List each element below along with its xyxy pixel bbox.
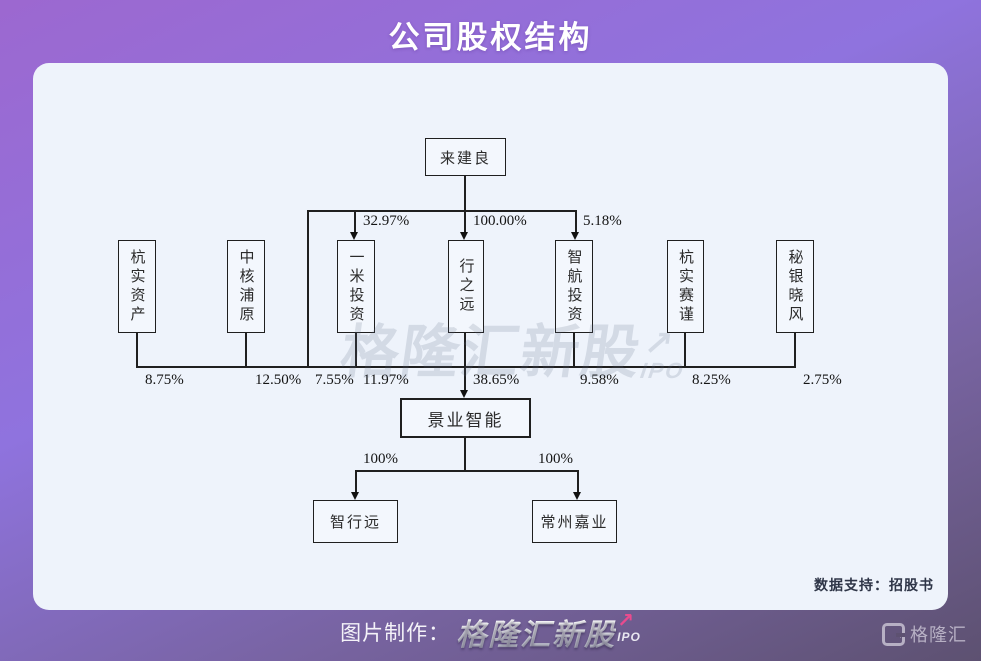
shareholder-label: 杭实资产 [128, 248, 145, 325]
shareholder-box: 杭实资产 [118, 240, 156, 333]
gelonghui-logo-text: 格隆汇 [910, 625, 967, 645]
connector-line [307, 210, 309, 367]
root-box: 来建良 [425, 138, 506, 176]
shareholder-box: 秘银晓风 [776, 240, 814, 333]
shareholder-box: 中核浦原 [227, 240, 265, 333]
connector-line [464, 438, 466, 470]
root-label: 来建良 [439, 150, 491, 167]
credit-label: 图片制作： [340, 622, 451, 645]
ownership-pct: 12.50% [255, 372, 302, 388]
ownership-pct: 8.25% [692, 372, 731, 388]
shareholder-label: 杭实赛谨 [677, 248, 693, 325]
connector-line [355, 470, 357, 494]
arrow-down-icon [573, 492, 581, 500]
brand-logo: 格隆汇新股 ↗ IPO [456, 610, 641, 654]
connector-line [464, 333, 466, 366]
shareholder-box: 智航投资 [555, 240, 593, 333]
shareholder-label: 智航投资 [565, 248, 582, 325]
brand-sub-label: IPO [617, 630, 641, 644]
ownership-pct: 5.18% [583, 213, 622, 229]
ownership-pct: 9.58% [580, 372, 619, 388]
shareholder-box: 一米投资 [337, 240, 375, 333]
connector-line [354, 210, 356, 234]
ownership-pct: 11.97% [363, 372, 409, 388]
connector-line [307, 210, 576, 212]
connector-line [573, 333, 575, 366]
shareholder-label: 秘银晓风 [786, 248, 803, 325]
ownership-pct: 2.75% [803, 372, 842, 388]
connector-line [245, 333, 247, 366]
ownership-pct: 100.00% [473, 213, 527, 229]
arrow-down-icon [571, 232, 579, 240]
arrow-down-icon [351, 492, 359, 500]
subsidiary-label: 智行远 [329, 515, 381, 531]
connector-line [355, 333, 357, 366]
connector-line [684, 333, 686, 366]
shareholder-label: 一米投资 [347, 248, 364, 325]
shareholder-box: 行之远 [448, 240, 484, 333]
connector-line [464, 366, 466, 392]
footer: 图片制作： 格隆汇新股 ↗ IPO [0, 611, 981, 653]
brand-logo-text: 格隆汇新股 [456, 610, 616, 654]
arrow-down-icon [350, 232, 358, 240]
connector-line [464, 176, 466, 210]
connector-line [136, 366, 796, 368]
ownership-pct: 32.97% [363, 213, 410, 229]
subsidiary-box: 智行远 [313, 500, 398, 543]
subsidiary-label: 常州嘉业 [540, 515, 609, 531]
connector-line [464, 210, 466, 234]
watermark-arrow-icon: ↗ [641, 325, 676, 363]
gelonghui-logo-icon [882, 622, 905, 646]
ownership-pct: 100% [363, 451, 398, 467]
company-box: 景业智能 [400, 398, 531, 438]
company-label: 景业智能 [427, 410, 504, 430]
subsidiary-box: 常州嘉业 [532, 500, 617, 543]
page-title: 公司股权结构 [388, 20, 593, 55]
connector-line [355, 470, 578, 472]
ownership-pct: 38.65% [473, 372, 520, 388]
shareholder-box: 杭实赛谨 [667, 240, 704, 333]
gelonghui-corner-logo: 格隆汇 [882, 621, 967, 647]
shareholder-label: 行之远 [457, 258, 474, 315]
ownership-pct: 8.75% [145, 372, 184, 388]
connector-line [575, 210, 577, 234]
source-note: 数据支持：招股书 [814, 577, 934, 593]
brand-arrow-icon: ↗ [617, 610, 634, 632]
watermark-sub: IPO [638, 358, 687, 384]
arrow-down-icon [460, 232, 468, 240]
diagram-card: 来建良 32.97% 100.00% 5.18% 杭实资产 中核浦原 一米投资 … [33, 63, 948, 610]
connector-line [794, 333, 796, 366]
connector-line [577, 470, 579, 494]
connector-line [136, 333, 138, 366]
ownership-pct: 100% [538, 451, 573, 467]
ownership-pct: 7.55% [315, 372, 354, 388]
arrow-down-icon [460, 390, 468, 398]
shareholder-label: 中核浦原 [237, 248, 254, 325]
